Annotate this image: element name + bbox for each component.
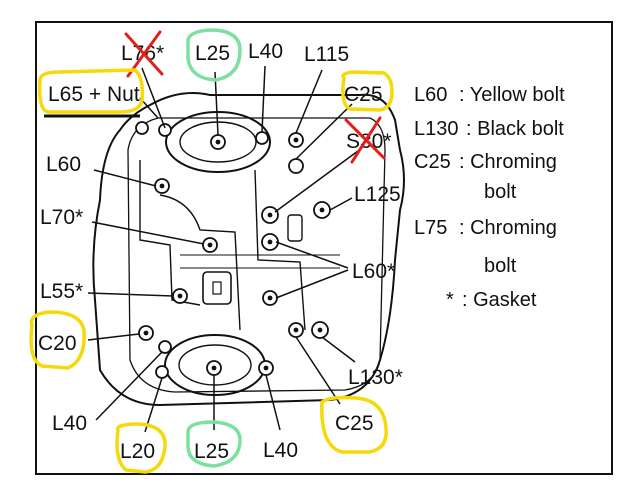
bolt-holes: [135, 121, 331, 379]
center-port-inner: [212, 281, 222, 295]
legend-code-2: L130: [414, 118, 459, 140]
bolt-hole-centers: [143, 137, 325, 371]
label-c25-top: C25: [344, 83, 383, 106]
legend-code-3: C25: [414, 151, 451, 173]
legend-code-5: *: [446, 289, 454, 311]
top-chamber: [165, 111, 271, 173]
legend-text-4: : Chroming: [459, 217, 557, 239]
yellow-circle-c20: [29, 310, 86, 370]
red-cross-s30: [344, 116, 386, 164]
legend-text-2: : Black bolt: [466, 118, 564, 140]
legend-text-5: : Gasket: [462, 289, 537, 311]
green-circle-l25-bottom: [186, 420, 242, 468]
legend-code-4: L75: [414, 217, 447, 239]
leader-lines: [87, 65, 363, 433]
yellow-circle-l20: [115, 422, 167, 474]
label-l130: L130*: [348, 366, 403, 389]
label-l60-right: L60*: [352, 260, 395, 283]
yellow-highlights: [29, 68, 394, 474]
label-l40-bottom-left: L40: [52, 412, 87, 435]
green-circle-l25-top: [186, 28, 242, 82]
legend-text-3: : Chroming: [459, 151, 557, 173]
label-l20: L20: [120, 440, 155, 463]
legend-cont-3: bolt: [484, 181, 517, 203]
legend-code-1: L60: [414, 84, 447, 106]
label-l65-nut: L65 + Nut: [48, 83, 140, 106]
legend-text-1: : Yellow bolt: [459, 84, 565, 106]
frame-border: [35, 21, 613, 475]
label-l25-bottom: L25: [194, 440, 229, 463]
bottom-chamber-inner: [178, 344, 252, 386]
label-l40-top: L40: [248, 40, 283, 63]
label-l60-left: L60: [46, 153, 81, 176]
label-l115: L115: [304, 43, 349, 66]
passage-right: [254, 169, 306, 331]
label-l55: L55*: [40, 280, 83, 303]
label-c25-bottom: C25: [335, 412, 374, 435]
center-port: [202, 271, 232, 305]
head-inner-outline: [127, 117, 386, 393]
yellow-circle-c25-top: [341, 70, 394, 112]
yellow-circle-l65-nut: [37, 68, 145, 114]
label-l40-bottom-right: L40: [263, 439, 298, 462]
label-c20: C20: [38, 332, 77, 355]
green-highlights: [186, 28, 242, 468]
label-l125: L125: [354, 183, 401, 206]
red-cross-marks: [124, 30, 386, 164]
yellow-circle-c25-bottom: [320, 395, 388, 454]
label-l25-top: L25: [195, 42, 230, 65]
label-l70: L70*: [40, 206, 83, 229]
right-slot: [287, 214, 303, 242]
passage-mid: [159, 194, 241, 331]
legend-cont-4: bolt: [484, 255, 517, 277]
